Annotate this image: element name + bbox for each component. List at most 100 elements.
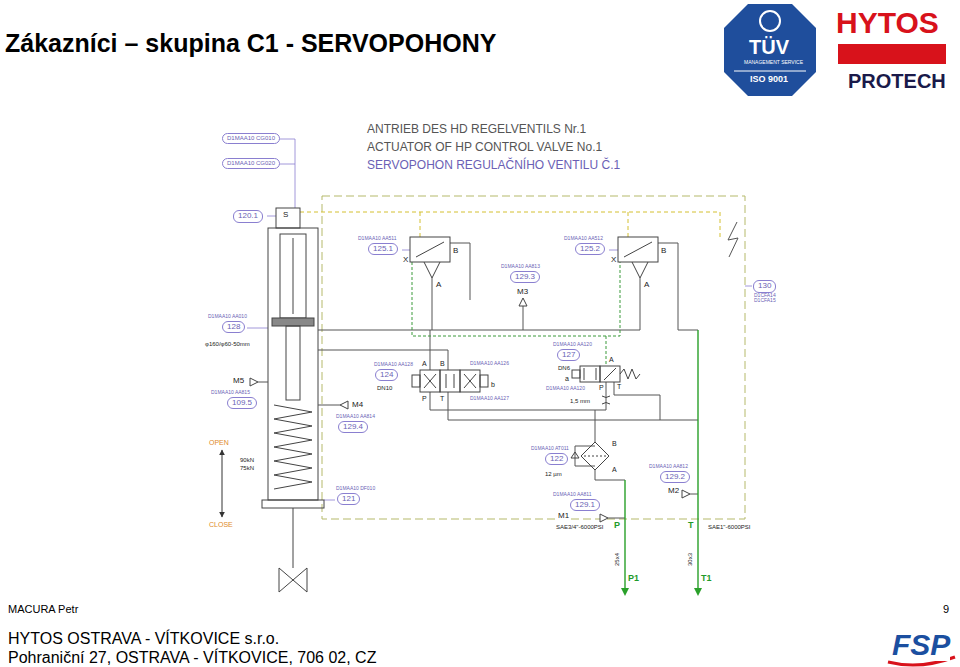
gauge-symbols [519, 298, 527, 306]
port-letter: X [403, 256, 408, 265]
drawing-title: ANTRIEB DES HD REGELVENTILS Nr.1 [367, 123, 586, 136]
assembly-frame [322, 196, 745, 519]
pipe-arrows [621, 588, 629, 596]
actuator-symbol [279, 568, 307, 592]
tag-code: D1MAA10 AT011 [530, 446, 570, 452]
filter-rating: 12 µm [545, 471, 562, 478]
actuator-symbol [272, 318, 314, 326]
tag-code: D1MAA10 AA127 [470, 396, 509, 402]
orifice-size: 1,5 mm [570, 398, 590, 405]
actuator-symbol [268, 228, 318, 500]
callout-bubble: D1MAA10 AT011122 [530, 446, 570, 465]
callout-bubble: D1MAA10 AA813129.3 [500, 264, 541, 283]
valve-symbols [624, 242, 652, 257]
company-address: Pohraniční 27, OSTRAVA - VÍTKOVICE, 706 … [8, 649, 376, 667]
tuv-logo [760, 11, 780, 31]
gauge-name: M5 [233, 377, 244, 386]
direction-label: CLOSE [209, 521, 233, 529]
author: MACURA Petr [8, 603, 78, 615]
port-name: T [688, 521, 694, 531]
pilot-lines [412, 262, 620, 366]
solenoid-letter: a [565, 375, 569, 383]
callout-bubble: D1MAA10 DF010121 [335, 486, 376, 505]
callout-number: 122 [545, 453, 568, 466]
valve-symbols [602, 396, 610, 404]
pilot-lines [412, 262, 620, 366]
solenoid-letter: b [491, 381, 495, 389]
callout-number: 129.1 [570, 499, 600, 512]
callout-bubble: 120.1 [233, 209, 263, 223]
callout-number: 121 [337, 493, 360, 506]
callout-bubble: D1MAA10 AA511125.1 [357, 236, 398, 255]
port-spec: SAE1"-6000PSI [708, 524, 751, 531]
force-value: 90kN [240, 457, 254, 464]
hydraulic-lines [258, 243, 698, 518]
valve-symbols [420, 370, 440, 392]
port-letter: P [599, 384, 604, 392]
nominal-size: DN6 [558, 365, 570, 372]
port-letter: B [661, 247, 666, 256]
callout-bubble: D1MAA10 AA010128 [207, 314, 248, 333]
callout-number: 124 [375, 369, 398, 382]
port-letter: A [644, 281, 649, 290]
port-letter: A [612, 466, 617, 474]
gauge-symbols [340, 401, 348, 409]
gauge-name: M2 [668, 487, 679, 496]
port-letter: B [612, 440, 617, 448]
logo-text: ISO 9001 [750, 75, 788, 85]
callout-bubble: D1MAA10 AA128124 [373, 362, 414, 381]
callout-bubble: D1MAA10 AA512125.2 [563, 236, 605, 255]
callout-bubble: D1MAA10 CG020 [222, 157, 280, 169]
force-value: 75kN [240, 465, 254, 472]
leader-lines [247, 139, 752, 500]
valve-symbols [412, 375, 420, 387]
tag-code: D1MAA10 AA811 [552, 492, 593, 498]
pipe-size: 30x3 [687, 553, 694, 566]
port-spec: SAE3/4"-6000PSI [556, 524, 604, 531]
callout-bubble: D1MAA10 AA815109.5 [210, 390, 257, 409]
tag-code: D1MAA10 AA010 [207, 314, 248, 320]
actuator-symbol [262, 500, 324, 508]
port-letter: X [611, 256, 616, 265]
valve-symbols [446, 374, 454, 388]
hydraulic-lines [258, 382, 340, 405]
valve-symbols [464, 374, 476, 388]
port-name: P1 [628, 574, 639, 584]
callout-number: 127 [557, 349, 580, 362]
port-letter: A [436, 281, 441, 290]
actuator-symbol [293, 238, 294, 314]
actuator-symbol [286, 326, 300, 400]
logo-text: HYTOS [836, 6, 939, 39]
gauge-name: M1 [558, 512, 569, 521]
port-name: P [614, 521, 620, 531]
sensor-letter: S [283, 211, 288, 220]
valve-symbols [416, 242, 444, 257]
callout-number: 109.5 [227, 397, 257, 410]
callout-number: 129.3 [510, 271, 540, 284]
port-letter: T [617, 383, 621, 391]
supply-pipes [625, 330, 698, 588]
page-number: 9 [943, 603, 949, 615]
callout-number: 130 [753, 280, 776, 293]
callout-number: 120.1 [233, 210, 263, 223]
gauge-symbols [600, 514, 608, 522]
nominal-size: DN10 [377, 385, 392, 392]
valve-symbols [584, 368, 616, 380]
gauge-name: M3 [517, 288, 528, 297]
gauge-symbols [682, 490, 690, 498]
port-letter: P [422, 395, 427, 403]
valve-symbols [572, 370, 580, 378]
tag-code: D1MAA10 AA126 [470, 361, 509, 367]
stroke-arrow [222, 450, 223, 517]
callout-bubble: D1MAA10 AA811129.1 [552, 492, 600, 511]
logo-text: TÜV [749, 36, 789, 58]
callout-bubble: D1MAA10 AA120127 [552, 342, 593, 361]
callout-bubble: D1MAA10 AA812129.2 [648, 464, 690, 483]
hydraulic-lines [595, 410, 625, 480]
electric-symbol [728, 222, 738, 257]
valve-symbols [581, 442, 609, 470]
tuv-logo [734, 71, 806, 72]
pipe-arrows [694, 588, 702, 596]
tag-code: D1MAA10 AA128 [373, 362, 414, 368]
